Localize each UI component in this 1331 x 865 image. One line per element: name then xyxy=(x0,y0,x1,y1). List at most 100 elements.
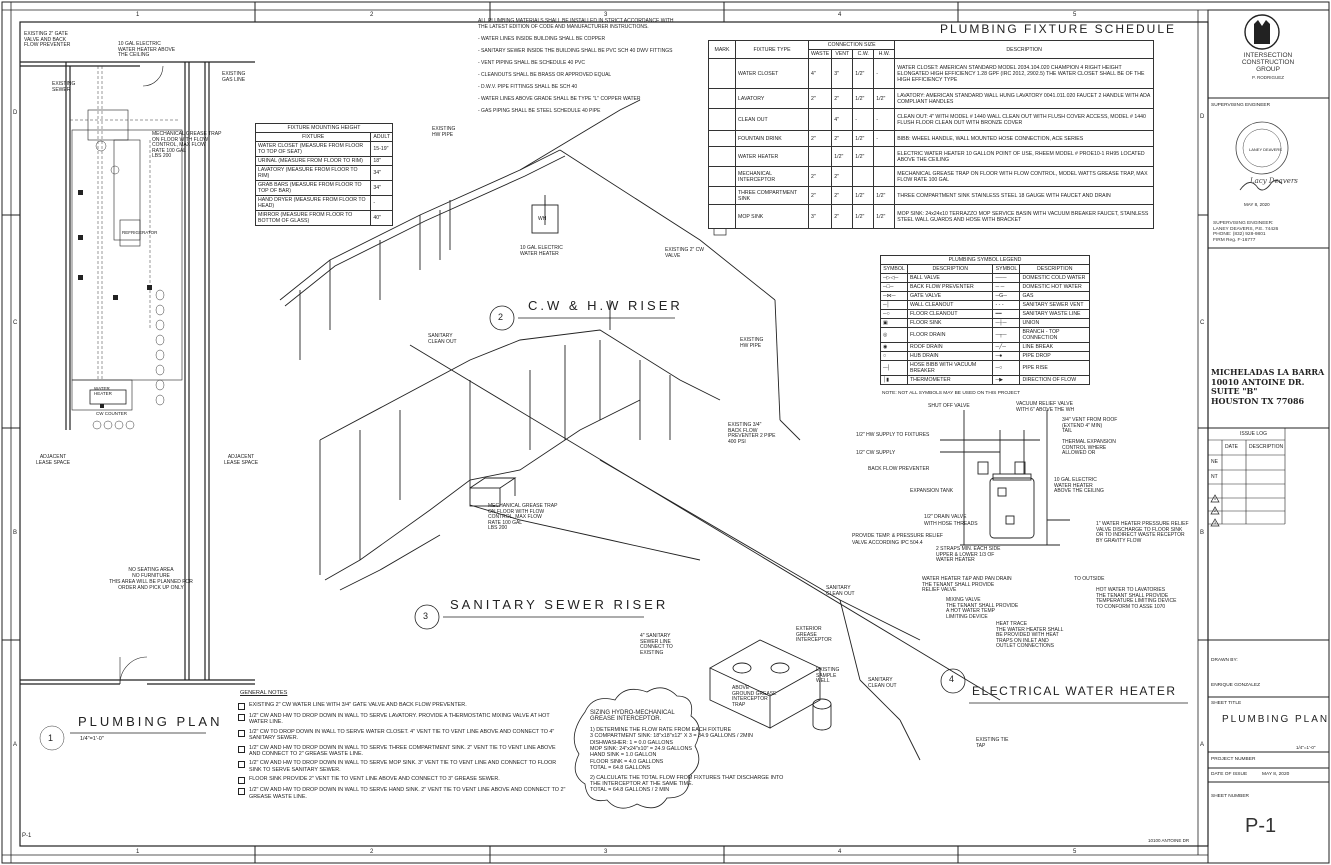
schedule-header-connection: CONNECTION SIZE xyxy=(807,40,896,50)
engineer-info: SUPERVISING ENGINEER:LANEY DEAVERS, P.E.… xyxy=(1213,221,1279,243)
list-item: 1/2" CW AND HW TO DROP DOWN IN WALL TO S… xyxy=(238,713,568,726)
issue-row: NE xyxy=(1211,459,1218,465)
schedule-col-hw: H.W. xyxy=(873,49,896,59)
table-row: ◉ROOF DRAIN─╱─LINE BREAK xyxy=(880,342,1090,352)
issue-log-label: ISSUE LOG xyxy=(1240,431,1267,437)
drawn-by: ENRIQUE GONZALEZ xyxy=(1211,683,1261,688)
list-item: 1/2" CW TO DROP DOWN IN WALL TO SERVE WA… xyxy=(238,729,568,742)
sheet-title: PLUMBING PLAN xyxy=(1222,714,1330,725)
ewh-expansion-tank: EXPANSION TANK xyxy=(910,488,954,494)
plan-number: 1 xyxy=(48,733,54,743)
plan-title: PLUMBING PLAN xyxy=(78,714,223,729)
row-label-c: C xyxy=(13,320,18,326)
schedule-col-vent: VENT xyxy=(831,49,854,59)
list-item: 1/2" CW AND HW TO DROP DOWN IN WALL TO S… xyxy=(238,787,568,800)
col-label-1: 1 xyxy=(136,12,140,18)
table-row: ─○FLOOR CLEANOUT━━SANITARY WASTE LINE xyxy=(880,309,1090,319)
col-label-3: 3 xyxy=(604,12,608,18)
mount-col-adult: ADULT xyxy=(370,132,393,142)
date-of-issue: MAY 8, 2020 xyxy=(1262,772,1290,777)
cw-riser-wh: WH xyxy=(538,216,547,222)
sewer-riser-title: SANITARY SEWER RISER xyxy=(450,597,669,612)
plumbing-fixture-schedule: MARK FIXTURE TYPE CONNECTION SIZE DESCRI… xyxy=(708,40,1154,229)
table-row: ○HUB DRAIN─●PIPE DROP xyxy=(880,351,1090,361)
ewh-drain-valve: 1/2" DRAIN VALVE WITH HOSE THREADS xyxy=(924,514,978,527)
mount-table-title: FIXTURE MOUNTING HEIGHT xyxy=(255,123,393,133)
ewh-thermal: THERMAL EXPANSION CONTROL WHERE ALLOWED … xyxy=(1062,439,1116,457)
schedule-col-description: DESCRIPTION xyxy=(894,40,1154,59)
row-label-c-right: C xyxy=(1200,320,1205,326)
table-row: ▣FLOOR SINK─┼─UNION xyxy=(880,318,1090,328)
ewh-title: ELECTRICAL WATER HEATER xyxy=(972,684,1177,698)
plan-refrigerator: REFRIGERATOR xyxy=(122,230,158,235)
col-label-2: 2 xyxy=(370,12,374,18)
list-item: 1/2" CW AND HW TO DROP DOWN IN WALL TO S… xyxy=(238,760,568,773)
col-label-2-bottom: 2 xyxy=(370,849,374,855)
table-row: MIRROR (MEASURE FROM FLOOR TO BOTTOM OF … xyxy=(254,210,393,226)
sheet-number-label: SHEET NUMBER xyxy=(1211,794,1250,799)
seal-text: LANEY DEAVERS xyxy=(1249,147,1282,152)
ewh-to-outside: TO OUTSIDE xyxy=(1074,576,1105,582)
plan-cw-counter: CW COUNTER xyxy=(96,411,127,416)
ewh-shutoff: SHUT OFF VALVE xyxy=(928,403,970,409)
table-row: LAVATORY (MEASURE FROM FLOOR TO RIM)34" xyxy=(254,165,393,181)
table-row: ─□─BACK FLOW PREVENTER─ ─DOMESTIC HOT WA… xyxy=(880,282,1090,292)
table-row: URINAL (MEASURE FROM FLOOR TO RIM)18" xyxy=(254,156,393,166)
legend-title: PLUMBING SYMBOL LEGEND xyxy=(880,255,1090,265)
table-row: │▮THERMOMETER─▶DIRECTION OF FLOW xyxy=(880,375,1090,385)
issue-row: 3 xyxy=(1214,521,1216,525)
sewer-riser-number: 3 xyxy=(423,611,429,621)
general-notes: EXISTING 2" CW WATER LINE WITH 3/4" GATE… xyxy=(238,702,568,803)
table-row: ─⋈─GATE VALVE─G─GAS xyxy=(880,291,1090,301)
ewh-roof-vent: 3/4" VENT FROM ROOF(EXTEND 4" MIN)TAIL xyxy=(1062,417,1118,435)
sheet-tag: P-1 xyxy=(22,833,32,839)
table-row: ─▷◁─BALL VALVE───DOMESTIC COLD WATER xyxy=(880,273,1090,283)
table-row: HAND DRYER (MEASURE FROM FLOOR TO HEAD)- xyxy=(254,195,393,211)
col-label-1-bottom: 1 xyxy=(136,849,140,855)
sheet-scale: 1/4"=1'-0" xyxy=(1296,745,1316,750)
issue-row: 2 xyxy=(1214,509,1216,513)
supervising-engineer-label: SUPERVISING ENGINEER xyxy=(1211,103,1271,108)
sheet-number: P-1 xyxy=(1245,815,1277,837)
row-label-b-right: B xyxy=(1200,530,1205,536)
ewh-provide-tp: PROVIDE TEMP. & PRESSURE RELIEF VALVE AC… xyxy=(852,533,943,546)
mount-col-fixture: FIXTURE xyxy=(254,132,372,142)
table-row: ─┤HOSE BIBB WITH VACUUM BREAKER─○PIPE RI… xyxy=(880,360,1090,376)
project-number-label: PROJECT NUMBER xyxy=(1211,757,1256,762)
row-label-a-right: A xyxy=(1200,742,1205,748)
table-row: ─│WALL CLEANOUT- - -SANITARY SEWER VENT xyxy=(880,300,1090,310)
address-footer: 10100 ANTOINE DR xyxy=(1148,838,1190,843)
ewh-hw-supply: 1/2" HW SUPPLY TO FIXTURES xyxy=(856,432,930,438)
seal-date: MAY 8, 2020 xyxy=(1244,202,1270,207)
col-label-3-bottom: 3 xyxy=(604,849,608,855)
drawn-by-label: DRAWN BY: xyxy=(1211,658,1238,663)
ewh-number: 4 xyxy=(949,674,955,684)
